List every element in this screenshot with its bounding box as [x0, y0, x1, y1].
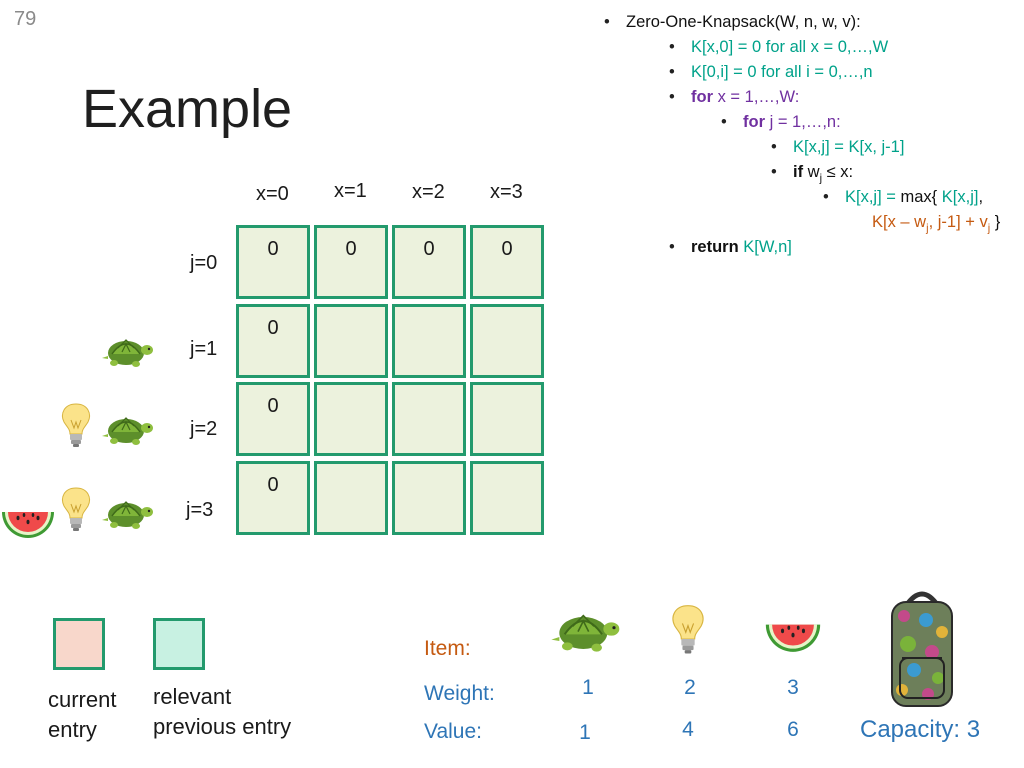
lightbulb-icon — [672, 605, 704, 655]
item-label: Item: — [424, 637, 471, 660]
item-weight: 3 — [787, 676, 799, 699]
row-header-j3: j=3 — [186, 499, 214, 521]
row-header-j1: j=1 — [190, 338, 218, 360]
relevant-entry-label: relevant previous entry — [153, 684, 292, 739]
item-weight: 1 — [582, 676, 594, 699]
code-line-for-x: for x = 1,…,W: — [669, 85, 799, 110]
table-cell: 0 — [236, 304, 310, 378]
table-cell — [392, 382, 466, 456]
code-line-max-cont: K[x – wj, j-1] + vj } — [872, 213, 1001, 235]
current-entry-swatch — [53, 618, 105, 670]
code-line-init-i: K[0,i] = 0 for all i = 0,…,n — [669, 60, 873, 85]
table-cell — [314, 304, 388, 378]
code-line-if: if wj ≤ x: — [771, 160, 853, 191]
table-cell: 0 — [314, 225, 388, 299]
value-label: Value: — [424, 720, 482, 743]
table-cell: 0 — [470, 225, 544, 299]
item-weight: 2 — [684, 676, 696, 699]
turtle-icon — [101, 339, 154, 368]
current-entry-label: current entry — [48, 687, 117, 742]
item-value: 6 — [787, 718, 799, 741]
col-header-x1: x=1 — [334, 180, 367, 202]
slide-title: Example — [82, 79, 293, 139]
relevant-entry-swatch — [153, 618, 205, 670]
table-cell: 0 — [236, 382, 310, 456]
table-cell — [392, 304, 466, 378]
code-line-header: Zero-One-Knapsack(W, n, w, v): — [604, 10, 861, 35]
code-line-for-j: for j = 1,…,n: — [721, 110, 841, 135]
code-line-copy: K[x,j] = K[x, j-1] — [771, 135, 905, 160]
col-header-x0: x=0 — [256, 183, 289, 205]
turtle-icon — [550, 614, 621, 653]
turtle-icon — [101, 417, 154, 446]
weight-label: Weight: — [424, 682, 495, 705]
slide-number: 79 — [14, 8, 37, 30]
code-line-init-x: K[x,0] = 0 for all x = 0,…,W — [669, 35, 888, 60]
backpack-icon — [891, 591, 953, 707]
item-value: 1 — [579, 721, 591, 744]
code-line-return: return K[W,n] — [669, 235, 792, 260]
row-header-j0: j=0 — [190, 252, 218, 274]
table-cell — [470, 461, 544, 535]
table-cell — [470, 304, 544, 378]
table-cell: 0 — [236, 225, 310, 299]
capacity-label: Capacity: 3 — [860, 716, 981, 743]
table-cell — [392, 461, 466, 535]
code-line-max: K[x,j] = max{ K[x,j], — [823, 185, 983, 210]
watermelon-icon — [765, 624, 821, 652]
item-value: 4 — [682, 718, 694, 741]
lightbulb-icon — [62, 487, 90, 532]
table-cell: 0 — [392, 225, 466, 299]
table-cell — [470, 382, 544, 456]
row-header-j2: j=2 — [190, 418, 218, 440]
lightbulb-icon — [62, 403, 90, 448]
watermelon-icon — [2, 512, 54, 538]
table-cell: 0 — [236, 461, 310, 535]
table-cell — [314, 382, 388, 456]
col-header-x3: x=3 — [490, 181, 523, 203]
turtle-icon — [101, 501, 154, 530]
col-header-x2: x=2 — [412, 181, 445, 203]
table-cell — [314, 461, 388, 535]
